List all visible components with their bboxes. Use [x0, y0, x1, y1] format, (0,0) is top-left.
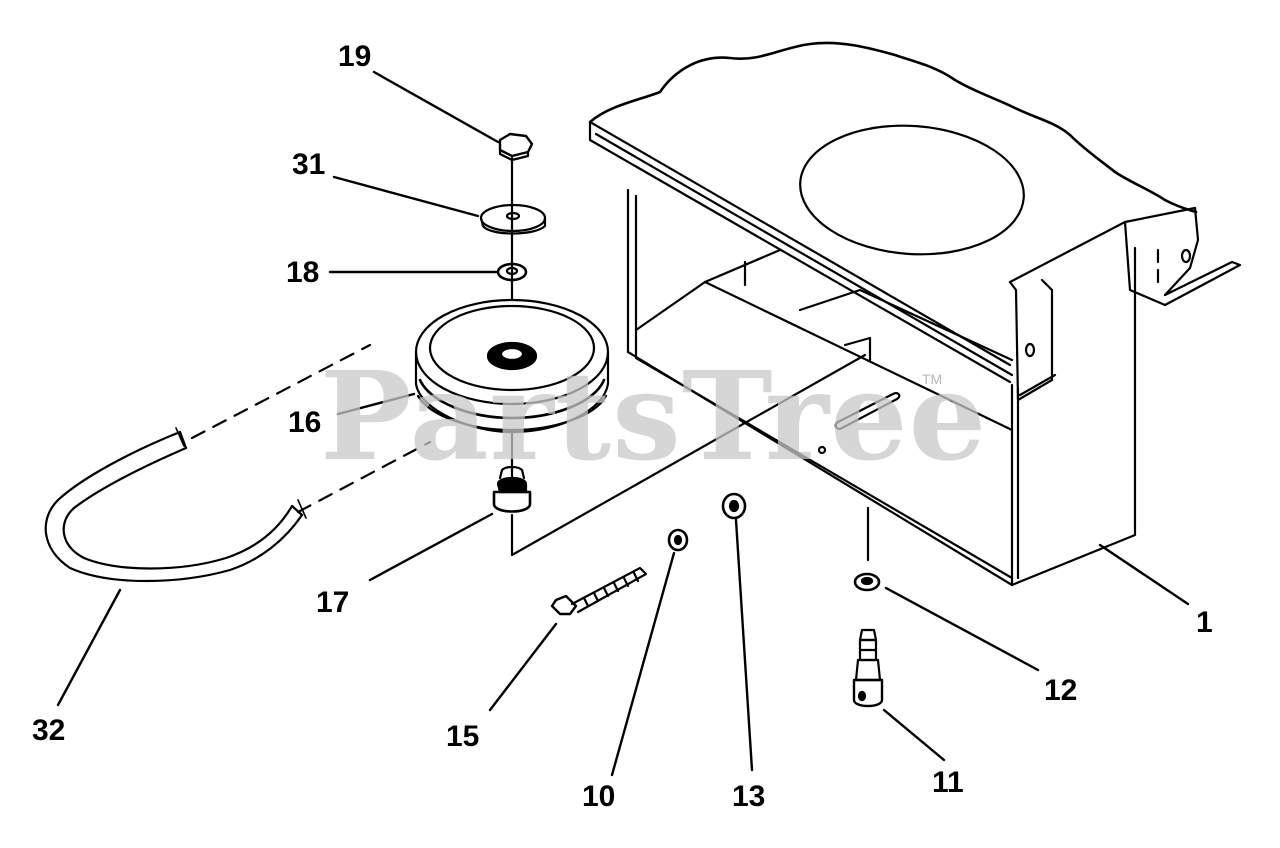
- leader-11: [882, 708, 946, 762]
- callout-17: 17: [316, 586, 350, 619]
- leader-10: [610, 551, 676, 777]
- watermark-logo: PartsTree: [320, 344, 988, 488]
- leader-31: [332, 175, 480, 218]
- watermark-trademark: TM: [922, 371, 943, 387]
- pulley-stack-axis: [510, 156, 870, 562]
- leader-1: [1098, 543, 1190, 606]
- part-31-washer: [479, 203, 547, 235]
- part-18-washer: [496, 262, 528, 282]
- leader-32: [56, 588, 122, 707]
- callout-18: 18: [286, 256, 320, 289]
- callout-16: 16: [288, 406, 322, 439]
- part-11-shoulder-bolt: [852, 628, 884, 708]
- callout-19: 19: [338, 40, 372, 73]
- leader-16: [336, 392, 416, 416]
- callout-13: 13: [732, 780, 766, 813]
- callout-1: 1: [1196, 606, 1213, 639]
- part-1-housing: [588, 41, 1242, 587]
- part-15-bolt: [550, 566, 648, 616]
- callout-31: 31: [292, 148, 326, 181]
- callout-10: 10: [582, 780, 616, 813]
- part-19-nut: [498, 132, 534, 162]
- leader-lines: [56, 70, 1190, 777]
- leader-19: [372, 70, 500, 144]
- part-17-bushing: [492, 465, 532, 513]
- callout-12: 12: [1044, 674, 1078, 707]
- leader-15: [488, 622, 558, 712]
- leader-13: [734, 518, 754, 772]
- part-12-lockwasher: [853, 572, 881, 592]
- part-10-lockwasher: [667, 528, 689, 552]
- part-32-belt: [44, 343, 432, 583]
- callout-32: 32: [32, 714, 66, 747]
- part-16-pulley: [414, 298, 610, 434]
- callout-11: 11: [932, 766, 964, 799]
- part-13-washer: [721, 492, 747, 520]
- callout-15: 15: [446, 720, 480, 753]
- leader-17: [368, 512, 494, 582]
- leader-12: [884, 586, 1040, 672]
